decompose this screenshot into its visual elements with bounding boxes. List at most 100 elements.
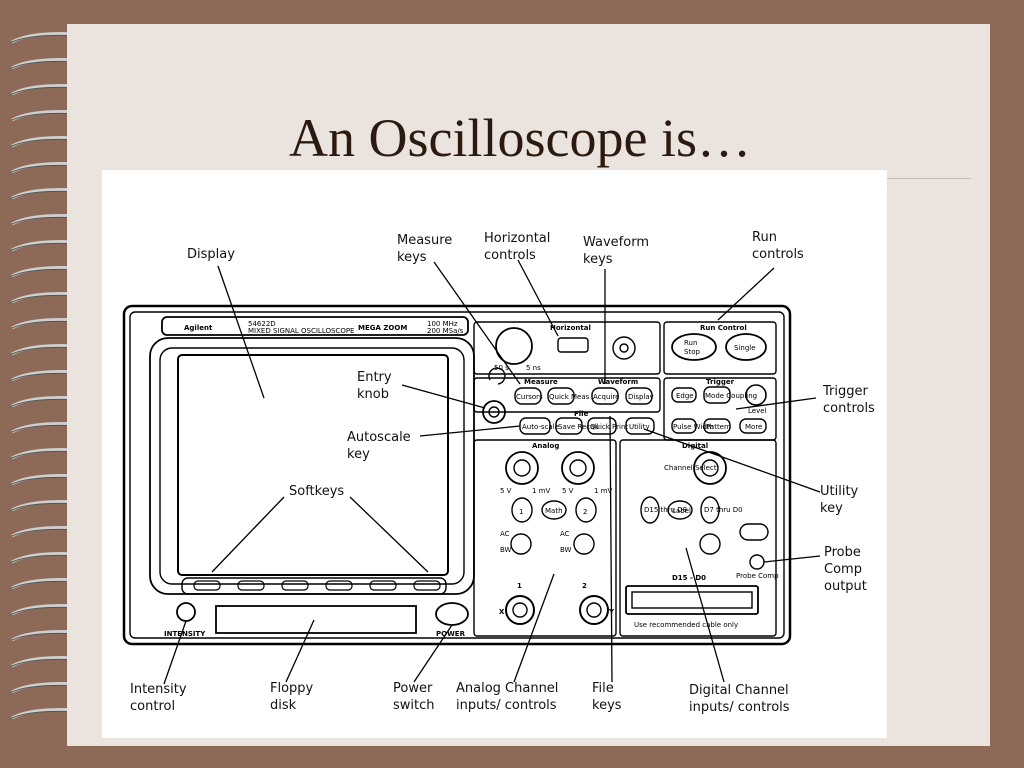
label-button: [667, 500, 693, 520]
ch1-input-bnc: [505, 595, 535, 625]
volts-mark-1: 5 V: [500, 487, 512, 495]
brand-strip: [161, 316, 469, 336]
edge-label: Edge: [676, 392, 694, 400]
acquire-label: Acquire: [593, 393, 619, 401]
callout-analog-channel: Analog Channel inputs/ controls: [456, 681, 559, 713]
oscilloscope-diagram: Agilent 54622D MIXED SIGNAL OSCILLOSCOPE…: [102, 170, 887, 738]
pulse-width-button: [671, 418, 697, 434]
callout-display: Display: [187, 247, 235, 262]
x-input-mark: X: [499, 608, 505, 616]
ch1-position-knob: [510, 533, 532, 555]
waveform-section-label: Waveform: [598, 378, 638, 386]
probe-comp-terminal: [739, 523, 769, 541]
run-control-section-label: Run Control: [700, 324, 747, 332]
horizontal-main-button: [557, 337, 589, 353]
run-control-section: [663, 321, 777, 375]
pattern-label: Pattern: [706, 423, 731, 431]
softkey-2: [237, 580, 265, 591]
input-1-mark: 1: [517, 582, 522, 590]
softkey-4: [325, 580, 353, 591]
callout-autoscale-key: Autoscale key: [347, 430, 411, 462]
label-label: Label: [672, 507, 691, 515]
callout-floppy-disk: Floppy disk: [270, 681, 314, 713]
intensity-knob: [176, 602, 196, 622]
title-underline: [887, 178, 971, 179]
trigger-level-knob: [745, 384, 767, 406]
callout-digital-channel: Digital Channel inputs/ controls: [689, 683, 790, 715]
model-number: 54622D: [248, 320, 276, 328]
probe-comp-output: [749, 554, 765, 570]
display-button: [625, 387, 653, 405]
callout-measure-keys: Measure keys: [397, 233, 453, 265]
time-50s-mark: 50 s: [494, 364, 509, 372]
callout-power-switch: Power switch: [393, 681, 435, 713]
megazoom-logo: MEGA ZOOM: [358, 324, 407, 332]
input-2-mark: 2: [582, 582, 587, 590]
mode-coupling-button: [703, 386, 731, 404]
digital-section: [619, 439, 777, 637]
pattern-button: [703, 418, 731, 434]
d7-d0-button: [700, 496, 720, 524]
pulse-width-label: Pulse Width: [673, 423, 714, 431]
softkeys: [193, 580, 441, 591]
math-label: Math: [545, 507, 563, 515]
horizontal-delay-knob: [612, 336, 636, 360]
chassis: [122, 304, 792, 646]
measure-waveform-section: [473, 377, 661, 413]
callout-waveform-keys: Waveform keys: [583, 235, 649, 267]
level-label: Level: [748, 407, 767, 415]
intensity-mark: INTENSITY: [164, 630, 206, 638]
ch2-button: [575, 497, 597, 523]
ch1-label: 1: [519, 508, 523, 516]
digital-position-knob: [699, 533, 721, 555]
measure-section-label: Measure: [524, 378, 558, 386]
bw-mark-1: BW: [500, 546, 512, 554]
callout-horizontal-controls: Horizontal controls: [484, 231, 551, 263]
quick-meas-label: Quick Meas: [549, 393, 590, 401]
ch1-button: [511, 497, 533, 523]
ch2-position-knob: [573, 533, 595, 555]
d15-d8-button: [640, 496, 660, 524]
horizontal-main-knob: [495, 327, 533, 365]
softkey-5: [369, 580, 397, 591]
brand-logo: Agilent: [184, 324, 213, 332]
file-section-label: File: [574, 410, 589, 418]
mode-coupling-label: Mode Coupling: [705, 392, 757, 400]
more-label: More: [745, 423, 762, 431]
ac-mark-1: AC: [500, 530, 510, 538]
probe-comp-mark: Probe Comp: [736, 572, 779, 580]
softkey-1: [193, 580, 221, 591]
quick-meas-button: [547, 387, 575, 405]
acquire-button: [591, 387, 619, 405]
channel-select-label: Channel Select: [664, 464, 717, 472]
utility-label: Utility: [629, 423, 650, 431]
cable-note: Use recommended cable only: [634, 621, 738, 629]
ch1-volts-knob: [505, 451, 539, 485]
digital-section-label: Digital: [682, 442, 708, 450]
callout-utility-key: Utility key: [820, 484, 859, 516]
horizontal-section-label: Horizontal: [550, 324, 591, 332]
entry-knob: [482, 400, 506, 424]
run-label: Run: [684, 339, 697, 347]
analog-section-label: Analog: [532, 442, 559, 450]
display-bezel: [149, 337, 475, 595]
digital-connector: [625, 585, 759, 615]
run-stop-button: [671, 333, 717, 361]
front-panel-drawing: Agilent 54622D MIXED SIGNAL OSCILLOSCOPE…: [122, 259, 821, 685]
d7-d0-label: D7 thru D0: [704, 506, 743, 514]
mv-mark-2: 1 mV: [594, 487, 612, 495]
single-button: [725, 333, 767, 361]
callout-run-controls: Run controls: [752, 230, 804, 262]
slide-title: An Oscilloscope is…: [289, 108, 751, 168]
chassis-inner: [129, 311, 785, 639]
ch2-volts-knob: [561, 451, 595, 485]
display-bezel-inner: [159, 347, 465, 585]
edge-button: [671, 387, 697, 403]
leader-lines: [163, 259, 821, 685]
bw-mark-2: BW: [560, 546, 572, 554]
trigger-section-label: Trigger: [706, 378, 735, 386]
power-switch: [435, 602, 469, 626]
quick-print-button: [587, 417, 617, 435]
entry-arrow-icon: [488, 367, 506, 385]
display-screen: [177, 354, 449, 576]
